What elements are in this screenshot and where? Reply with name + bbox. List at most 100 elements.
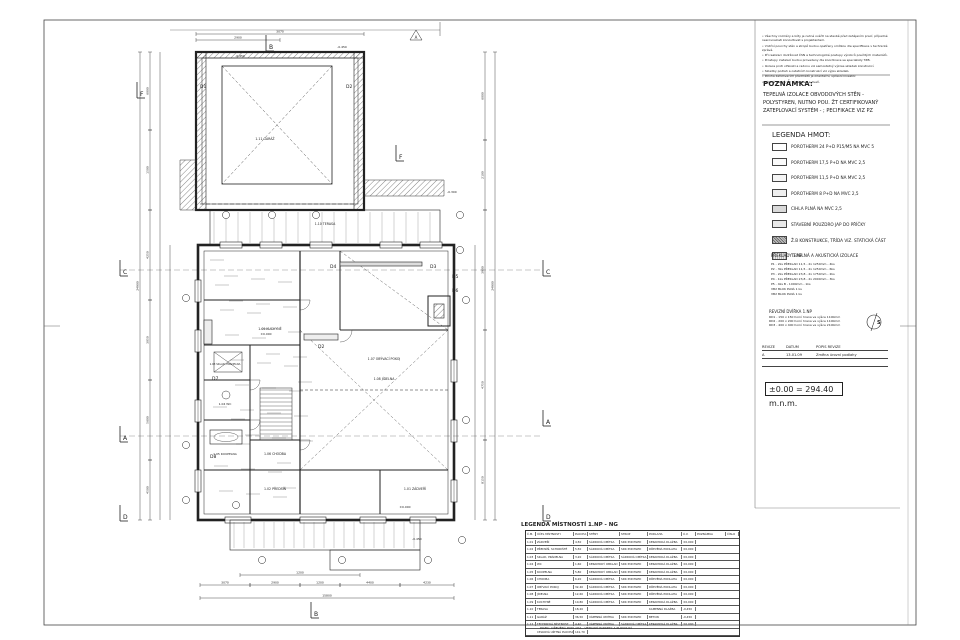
rooms-table-header-cell: STĚNY [588,532,620,537]
legend-swatch [772,220,787,229]
legend-item: STAVEBNÍ POUZDRO JAP DO PŘÍČKY [772,219,902,230]
shower [213,351,243,373]
table-cell: ±0,000 [682,584,696,589]
table-cell: ±0,000 [682,622,696,627]
note-item: • Izolace proti vlhkosti a radonu viz sa… [762,63,875,68]
dimension-label: 5600 [146,416,150,424]
dimension-label: 1200 [316,581,324,585]
table-cell: 1.03 [526,554,536,559]
kitchen-counter [203,319,213,345]
table-cell: JÍDELNA [536,592,574,597]
garage-door-opening [221,65,333,185]
entrance-paving [229,519,421,551]
room-label: 1.06 CHODBA [264,452,287,456]
room-label: 1.04 WC [219,402,232,406]
lintel-line: P2 - 3ks PŘEKLAD 11,5 - 2x 1250mm - 6ks [771,267,835,271]
note-item: • Při realizaci dodržovat ČSN a technolo… [762,53,888,58]
table-cell: SÁDROVÁ OMÍTKA [588,539,620,544]
plan-rect [433,303,445,319]
table-cell: SDK PODHLED [620,614,648,619]
plan-line [299,329,449,471]
table-cell: SÁDROVÁ OMÍTKA [588,599,620,604]
door-tag: D5 [452,274,458,280]
table-cell: SDK PODHLED [620,584,648,589]
house-outline [196,243,456,522]
table-cell: 3,20 [574,554,588,559]
callout-marker [268,211,276,219]
rooms-table-header-cell: Č.M. [526,532,536,537]
note-title: POZNÁMKA: [763,80,813,88]
door-tag: D6 [452,288,458,294]
revision-table: REVIZE DATUM POPIS REVIZE A 13.01.09 Změ… [762,343,888,367]
sheet-border [43,19,917,626]
legend-item: Ž.B KONSTRUKCE, TŘÍDA VIZ. STATICKÁ ČÁST [772,235,902,246]
level-mark: -0.450 [337,45,347,49]
dimension-label: 4250 [146,251,150,259]
radiator [339,261,423,267]
garage-wall [195,51,365,59]
table-cell: ZÁDVEŘÍ [536,539,574,544]
table-cell: 1.12 [526,622,536,627]
table-cell: 5,50 [574,547,588,552]
room-label: 1.03 SKLAD, PRÁDELNA [210,361,241,366]
note-line: TEPELNÁ IZOLACE OBVODOVÝCH STĚN - [763,92,864,98]
dimension-label: 3050 [146,336,150,344]
legend-title: LEGENDA HMOT: [772,131,831,139]
table-cell: PŘEDSÍŇ, SCHODIŠTĚ [536,547,574,552]
table-cell: ±0,000 [682,547,696,552]
garage-wall [195,51,207,211]
door-tag: D3 [430,264,436,270]
north-arrow-icon: S [866,312,882,332]
hatched-fill [179,159,197,211]
table-cell: -0,450 [682,607,696,612]
note-item: • Poloha zařizovacích předmětů je orient… [762,74,857,79]
hatched-fill [363,179,445,197]
legend-swatch [772,204,787,213]
table-cell: 5,80 [574,569,588,574]
legend-item: CIHLA PLNÁ NA MVC 2,5 [772,203,902,214]
room-label: 1.02 PŘEDSÍŇ [264,486,287,491]
table-cell: ±0,000 [682,592,696,597]
dimension-label: 24900 [136,281,140,291]
table-cell: 32,40 [574,584,588,589]
section-label: A [123,435,128,442]
section-label: C [546,269,550,276]
section-label: D [123,514,128,521]
door-tag: D2 [318,344,324,350]
room-label: 1.01 ZÁDVEŘÍ [404,486,426,491]
table-cell: 1.01 [526,539,536,544]
table-cell: 12,60 [574,592,588,597]
legend-item: TEPELNÁ A AKUSTICKÁ IZOLACE [772,250,902,261]
dimension-label: 8150 [481,476,485,484]
room-label: 1.09 KUCHYNĚ [258,326,281,331]
note-item: • Výplně otvorů viz výpis oken a dveří. [762,79,821,84]
revision-triangle-icon [409,29,423,41]
table-cell: DŘEVĚNÁ PODLAHA [648,577,682,582]
callout-marker [462,416,470,424]
table-cell: SDK PODHLED [620,592,648,597]
table-cell: SDK PODHLED [620,569,648,574]
callout-marker [458,536,466,544]
table-cell: SÁDROVÁ OMÍTKA [621,622,648,627]
legend-item: POROTHERM 17,5 P+D NA MVC 2,5 [772,157,902,168]
table-cell: KERAMICKÁ DLAŽBA [648,539,682,544]
table-cell: -0,450 [682,614,696,619]
dimension-label: 15800 [322,594,332,598]
table-cell: 36,50 [574,614,588,619]
elevation-reference: ±0.00 = 294.40 m.n.m. [765,382,843,408]
table-cell: KOUPELNA [536,569,574,574]
table-cell: SKLAD, PRÁDELNA [536,554,574,559]
rooms-table-header-cell: PODLAHA [648,532,682,537]
table-cell: SDK PODHLED [620,547,648,552]
table-cell: SDK PODHLED [620,562,648,567]
callout-marker [338,556,346,564]
